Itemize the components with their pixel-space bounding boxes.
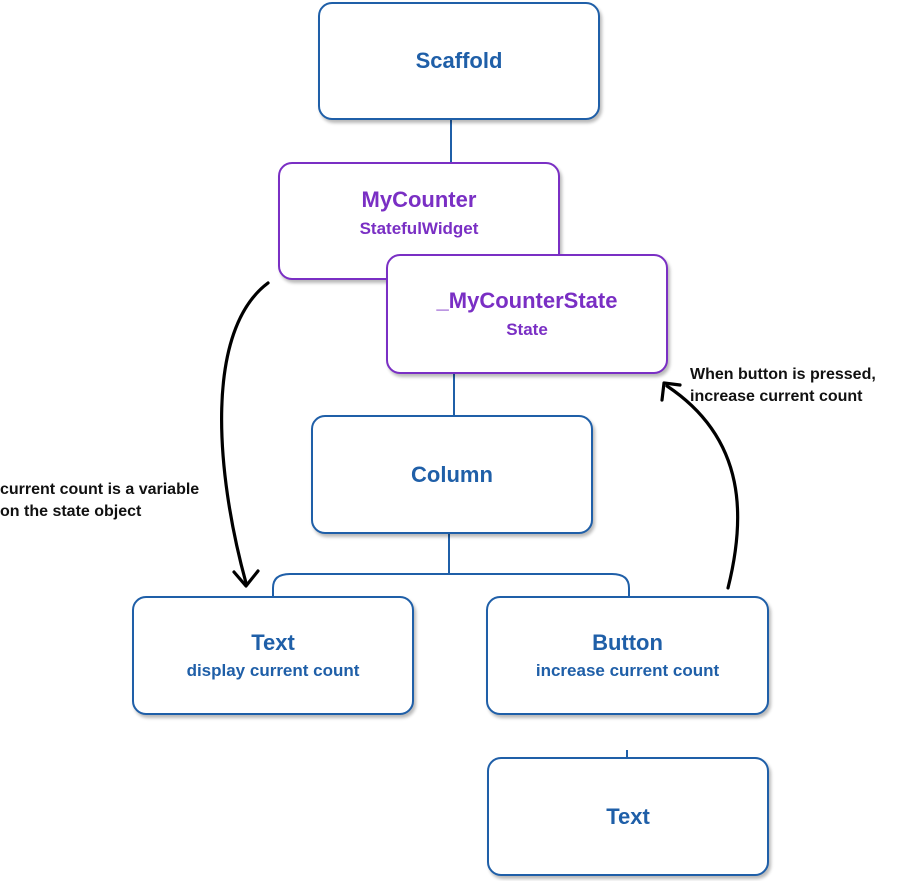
mycounterstate-title: _MyCounterState bbox=[436, 288, 618, 314]
left-arrowhead-icon bbox=[232, 569, 260, 588]
text-child-node: Text bbox=[487, 757, 769, 876]
right-annotation: When button is pressed, increase current… bbox=[690, 364, 876, 407]
right-button-arrow bbox=[665, 384, 740, 590]
text-display-subtitle: display current count bbox=[186, 661, 360, 681]
column-node: Column bbox=[311, 415, 593, 534]
left-state-arrow bbox=[220, 281, 270, 585]
text-child-title: Text bbox=[606, 803, 650, 829]
column-children-bracket bbox=[272, 573, 630, 597]
mycounterstate-node: _MyCounterState State bbox=[386, 254, 668, 374]
left-annotation: current count is a variable on the state… bbox=[0, 479, 199, 522]
scaffold-node: Scaffold bbox=[318, 2, 600, 120]
button-subtitle: increase current count bbox=[535, 661, 720, 681]
mycounter-subtitle: StatefulWidget bbox=[359, 218, 479, 238]
right-annotation-line2: increase current count bbox=[690, 387, 863, 405]
text-display-node: Text display current count bbox=[132, 596, 414, 715]
mycounter-title: MyCounter bbox=[361, 187, 477, 213]
scaffold-title: Scaffold bbox=[415, 48, 503, 74]
left-annotation-line2: on the state object bbox=[0, 502, 142, 520]
text-display-title: Text bbox=[251, 629, 295, 655]
right-annotation-line1: When button is pressed, bbox=[690, 366, 876, 383]
mycounterstate-subtitle: State bbox=[506, 319, 548, 339]
button-title: Button bbox=[592, 629, 663, 655]
right-arrowhead-icon bbox=[660, 381, 682, 402]
column-title: Column bbox=[411, 461, 493, 487]
button-node: Button increase current count bbox=[486, 596, 769, 715]
left-annotation-line1: current count is a variable bbox=[0, 481, 200, 498]
